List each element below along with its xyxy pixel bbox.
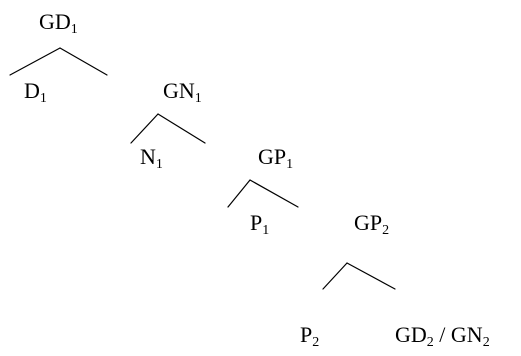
node-n1: N1 bbox=[140, 144, 163, 172]
branch-gp2-right bbox=[346, 262, 396, 290]
node-p1: P1 bbox=[250, 210, 270, 238]
node-gd1: GD1 bbox=[39, 9, 78, 37]
branch-gd1-right bbox=[59, 47, 108, 76]
branch-gp1-right bbox=[249, 179, 299, 208]
branch-gd1-left bbox=[9, 47, 61, 76]
node-gd2-gn2: GD2 / GN2 bbox=[395, 322, 490, 350]
branch-gp2-left bbox=[322, 262, 348, 290]
branch-gn1-right bbox=[157, 113, 206, 144]
node-d1: D1 bbox=[24, 78, 47, 106]
branch-gn1-left bbox=[130, 113, 159, 144]
node-p2: P2 bbox=[300, 322, 320, 350]
node-gp2: GP2 bbox=[354, 210, 390, 238]
branch-gp1-left bbox=[227, 179, 251, 208]
node-gp1: GP1 bbox=[258, 144, 294, 172]
node-gn1: GN1 bbox=[163, 78, 202, 106]
